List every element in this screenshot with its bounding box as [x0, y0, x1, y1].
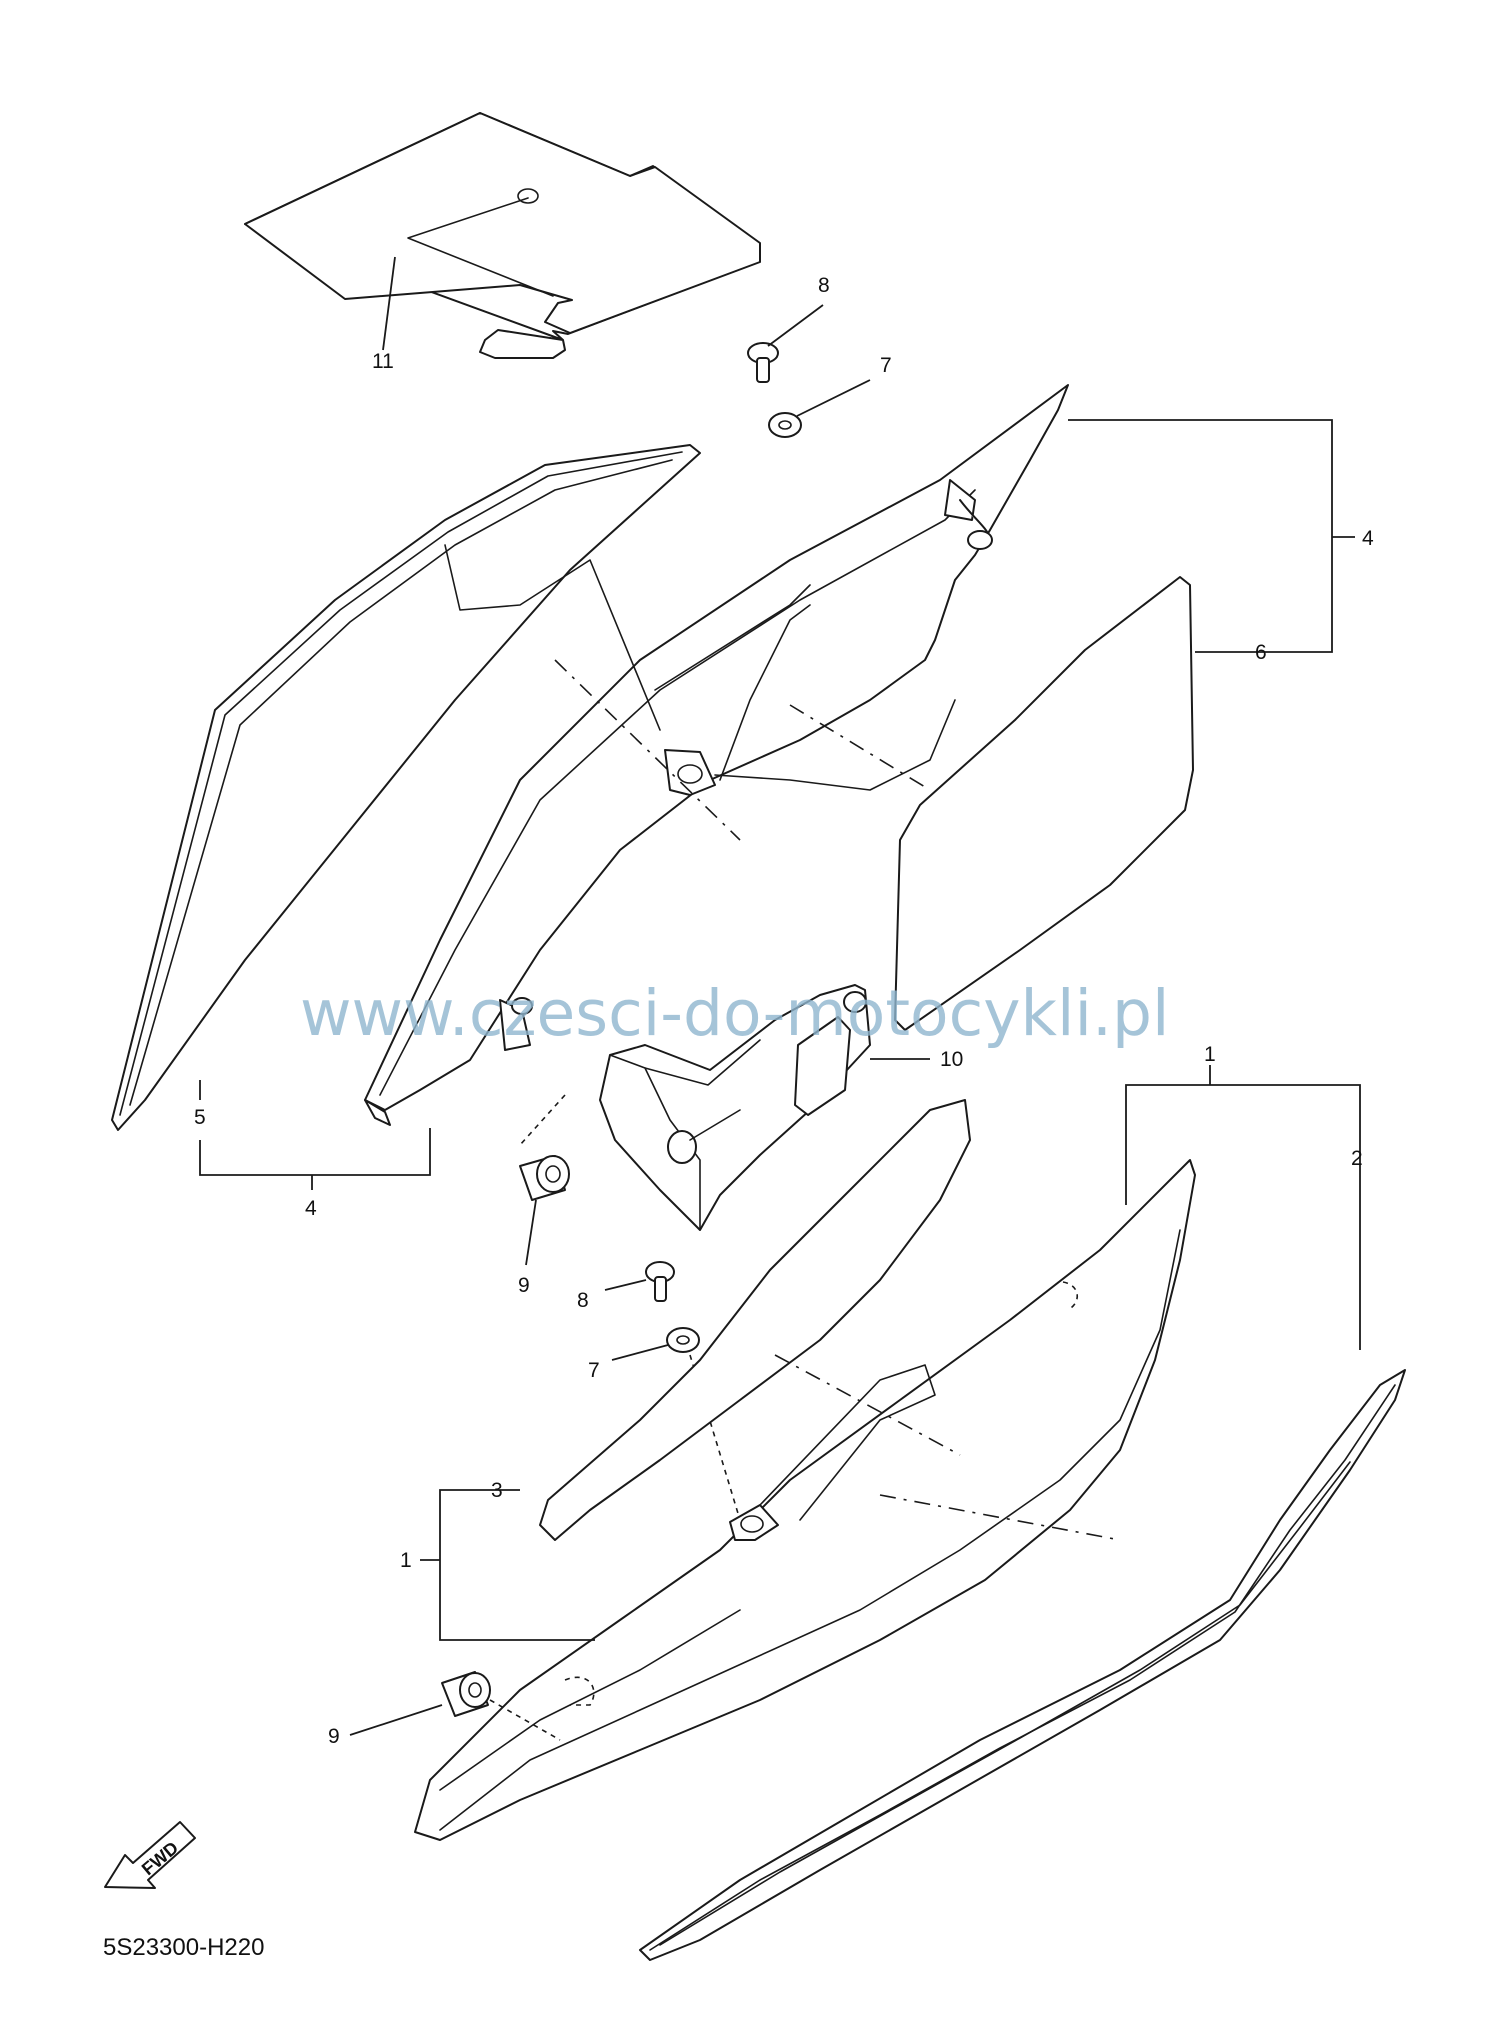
grommet-part-9-middle — [519, 1094, 570, 1266]
callout-5: 5 — [194, 1106, 206, 1129]
side-cover-lower-part-1 — [414, 1159, 1196, 1841]
stripe-graphic-part-2 — [639, 1369, 1406, 1961]
callout-7-top: 7 — [880, 354, 892, 377]
bracket-5-4 — [199, 1080, 431, 1190]
callout-8-lower: 8 — [577, 1289, 589, 1312]
seat-sheet-part-11 — [244, 112, 761, 359]
callout-4-right: 4 — [1362, 527, 1374, 550]
bracket-1-2 — [1125, 1065, 1361, 1350]
callout-8-top: 8 — [818, 274, 830, 297]
washer-part-7-lower — [611, 1327, 741, 1521]
washer-part-7-top — [768, 379, 871, 438]
callout-6: 6 — [1255, 641, 1267, 664]
diagram-code: 5S23300-H220 — [103, 1934, 264, 1961]
callout-4-left: 4 — [305, 1197, 317, 1220]
callout-7-lower: 7 — [588, 1359, 600, 1382]
fwd-arrow-icon: FWD — [104, 1821, 196, 1889]
side-panel-part-6 — [894, 576, 1194, 1031]
bracket-part-10 — [599, 984, 930, 1231]
stripe-graphic-part-5 — [111, 444, 701, 1131]
bracket-3-1 — [420, 1489, 595, 1641]
callout-11: 11 — [372, 350, 394, 373]
side-cover-upper-part-4 — [364, 384, 1069, 1126]
callout-1-top: 1 — [1204, 1043, 1216, 1066]
callout-10: 10 — [940, 1048, 963, 1071]
callout-1-left: 1 — [400, 1549, 412, 1572]
screw-part-8-top — [747, 304, 824, 383]
grommet-part-9-lower — [349, 1671, 561, 1741]
screw-part-8-lower — [604, 1261, 675, 1302]
watermark-url: www.czesci-do-motocykli.pl — [300, 977, 1170, 1050]
callout-9-lower: 9 — [328, 1725, 340, 1748]
callout-2: 2 — [1351, 1147, 1363, 1170]
callout-9-middle: 9 — [518, 1274, 530, 1297]
bracket-4-6 — [1068, 419, 1355, 653]
side-panel-part-3 — [539, 1099, 971, 1541]
callout-3: 3 — [491, 1479, 503, 1502]
